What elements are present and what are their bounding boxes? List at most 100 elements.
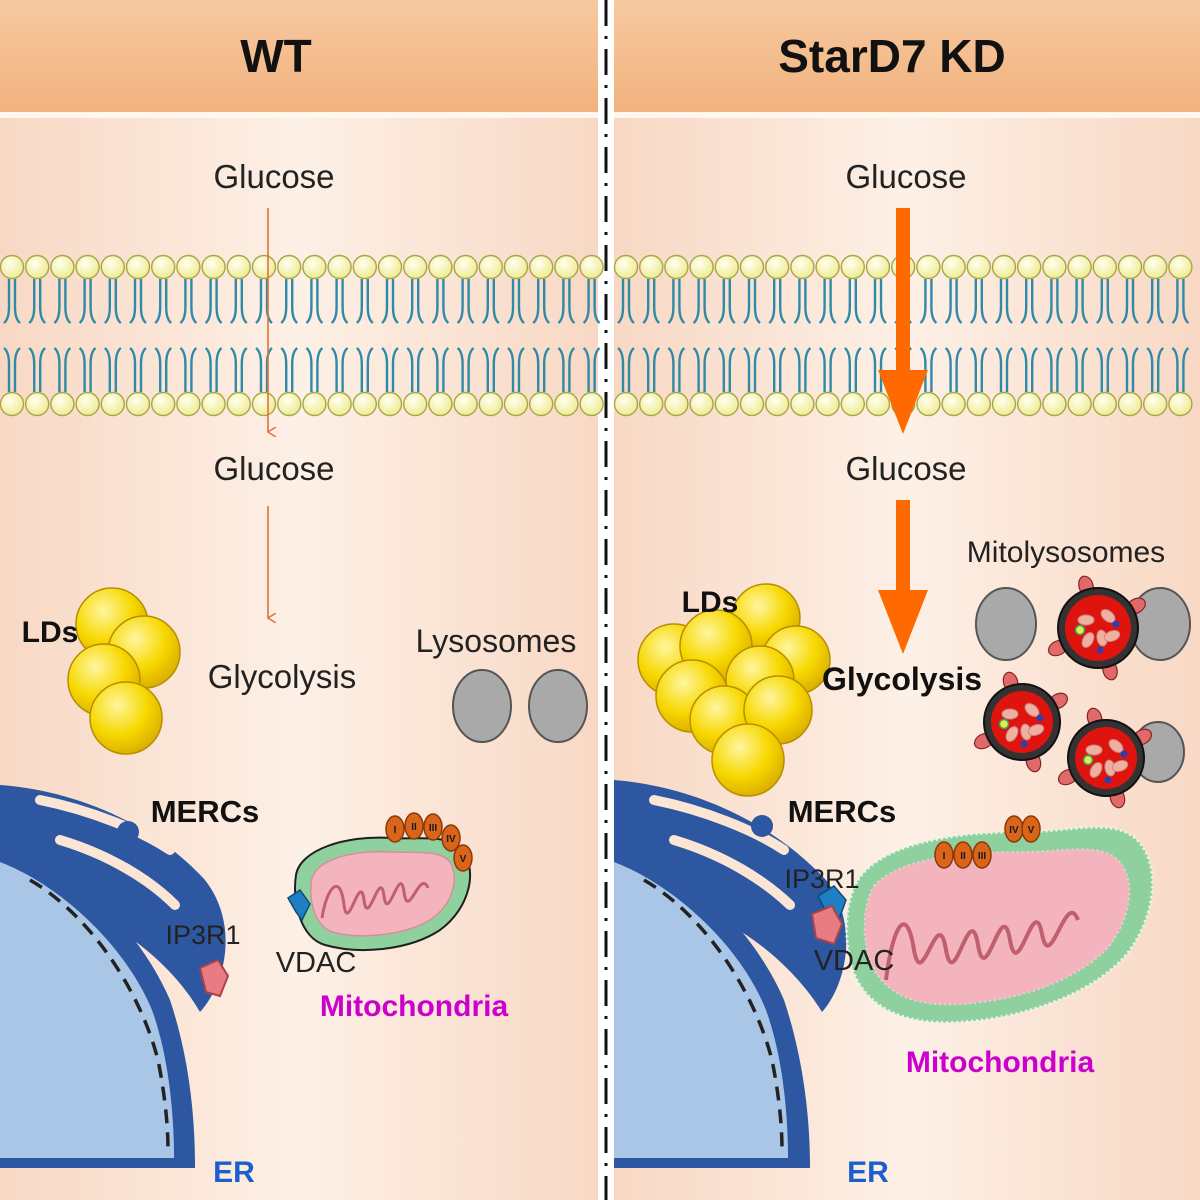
kd-lipid-tail <box>793 279 812 324</box>
wt-complex-label: II <box>411 822 417 833</box>
kd-lipid-tail <box>843 279 862 324</box>
wt-lipid-tail <box>582 279 601 324</box>
wt-lipid-head <box>50 254 75 280</box>
wt-lipid-head <box>302 391 327 417</box>
wt-lipid-tail <box>456 347 475 392</box>
wt-lipid-tail <box>305 347 324 392</box>
kd-cargo-dot <box>1096 646 1104 654</box>
kd-lipid-tail <box>843 347 862 392</box>
kd-lipid-head <box>613 254 639 280</box>
wt-lipid-tail <box>481 347 500 392</box>
wt-lipid-tail <box>204 279 223 324</box>
kd-lipid-head <box>739 254 765 280</box>
wt-lipid-head <box>352 391 377 417</box>
wt-lipid-head <box>377 254 403 280</box>
kd-lipid-head <box>790 391 815 417</box>
kd-lipid-head <box>1067 391 1092 417</box>
wt-lipid-tail <box>53 279 72 324</box>
wt-mercs-label: MERCs <box>151 794 260 829</box>
kd-engulfed-mitochondrion <box>1001 708 1019 720</box>
kd-complex-label: V <box>1028 825 1035 836</box>
kd-lipid-tail <box>642 279 661 324</box>
kd-lipid-tail <box>1045 279 1064 324</box>
kd-lipid-head <box>689 391 714 417</box>
wt-lipid-head <box>529 254 554 280</box>
wt-lipid-tail <box>154 347 173 392</box>
wt-er-dashed-membrane <box>29 878 170 1151</box>
kd-mitolysosome-lumen <box>1065 595 1131 661</box>
kd-lipid-tail <box>1171 347 1190 392</box>
wt-lipid-head <box>176 391 201 417</box>
kd-lipid-head <box>840 254 865 280</box>
kd-lipid-head <box>613 391 639 417</box>
wt-lipid-head <box>25 391 50 417</box>
wt-lipid-head <box>75 254 100 280</box>
kd-lipid-tail <box>1070 347 1089 392</box>
kd-lipid-tail <box>642 347 661 392</box>
kd-complex-1 <box>934 841 954 869</box>
wt-lipid-tail <box>53 347 72 392</box>
kd-cargo-dot <box>1074 624 1086 636</box>
kd-endoplasmic-reticulum <box>614 780 847 1168</box>
kd-glucose-uptake-arrow <box>878 208 928 434</box>
wt-lipid-head <box>503 391 529 417</box>
wt-lipid-head <box>352 254 377 280</box>
wt-mitochondria-label: Mitochondria <box>320 990 509 1023</box>
kd-lipid-head <box>689 254 714 280</box>
wt-mitochondrion <box>287 836 472 951</box>
kd-lipid-tail <box>768 347 787 392</box>
kd-lipid-head <box>1092 391 1118 417</box>
kd-lipid-tail <box>768 279 787 324</box>
kd-complex-label: III <box>978 851 987 862</box>
kd-lipid-head <box>739 391 765 417</box>
kd-lipid-tail <box>743 279 761 324</box>
kd-nucleus <box>614 862 788 1158</box>
kd-er-lumen-gap-2 <box>669 835 795 910</box>
wt-lipid-tail <box>78 279 97 324</box>
kd-header-divider <box>614 112 1200 118</box>
kd-lipid-tail <box>818 279 837 324</box>
wt-lipid-tail <box>179 279 198 324</box>
wt-er-label: ER <box>213 1156 255 1189</box>
kd-er-label: ER <box>847 1156 889 1189</box>
wt-lipid-tail <box>431 347 450 392</box>
kd-lipid-head <box>1142 254 1168 280</box>
kd-lipid-head <box>1016 391 1042 417</box>
wt-lipid-tail <box>557 279 576 324</box>
wt-lds-label: LDs <box>22 616 79 649</box>
kd-lipid-tail <box>717 347 736 392</box>
wt-lipid-head <box>403 391 428 417</box>
kd-cargo-dot <box>1036 714 1044 722</box>
wt-lipid-head <box>0 254 25 280</box>
wt-lipid-head <box>377 391 403 417</box>
kd-lipid-head <box>1092 254 1118 280</box>
kd-lipid-droplets <box>637 583 831 797</box>
wt-lipid-droplets <box>67 587 181 755</box>
kd-title: StarD7 KD <box>778 30 1006 82</box>
wt-lipid-head <box>327 391 352 417</box>
kd-ld-9 <box>711 723 785 797</box>
kd-merc-contact <box>751 815 773 837</box>
kd-lipid-head <box>840 391 865 417</box>
wt-glucose-inside-label: Glucose <box>213 450 334 487</box>
kd-complex-5 <box>1021 815 1041 843</box>
kd-engulfed-mitochondrion <box>1081 632 1095 648</box>
kd-lipid-tail <box>1045 347 1064 392</box>
wt-lipid-head <box>176 254 201 280</box>
kd-lipid-tail <box>969 279 988 324</box>
kd-cargo-dot <box>1082 754 1094 766</box>
kd-lipid-tail <box>1095 347 1114 392</box>
wt-lipid-head <box>579 254 604 280</box>
wt-title: WT <box>240 30 312 82</box>
wt-lipid-head <box>554 254 579 280</box>
wt-lipid-head <box>503 254 529 280</box>
wt-lipid-tail <box>557 347 576 392</box>
kd-mitochondrion <box>810 825 1154 1024</box>
kd-mitolysosome-cluster <box>973 575 1191 809</box>
wt-lipid-head <box>226 391 252 417</box>
kd-lipid-tail <box>1146 279 1165 324</box>
kd-lipid-head <box>714 391 739 417</box>
kd-lipid-tail <box>1020 279 1039 324</box>
